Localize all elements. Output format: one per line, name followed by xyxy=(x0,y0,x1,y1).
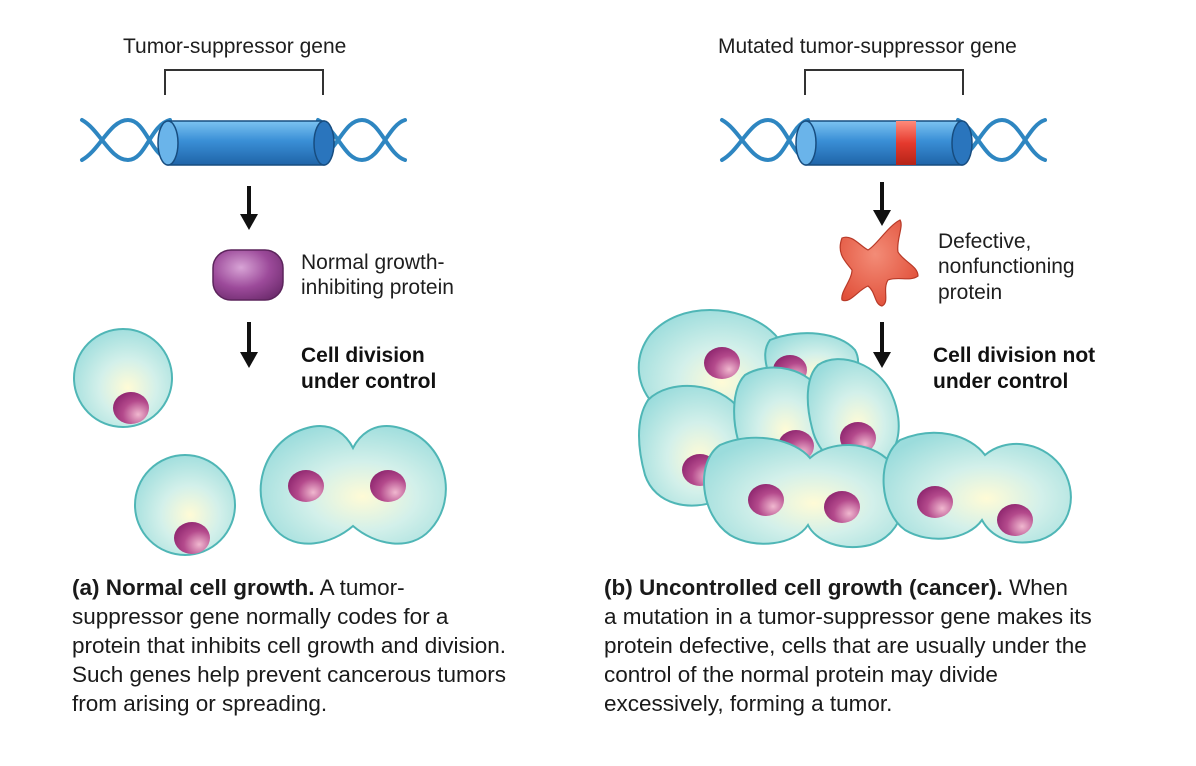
dna-helix-b xyxy=(720,117,1047,163)
caption-a: (a) Normal cell growth. A tumor- suppres… xyxy=(72,573,612,718)
protein-label-b-line1: Defective, xyxy=(938,230,1032,253)
mutation-band xyxy=(896,121,916,165)
protein-label-a-line2: inhibiting protein xyxy=(301,276,454,299)
caption-a-line1: A tumor- xyxy=(319,575,405,600)
caption-b-line1: When xyxy=(1009,575,1068,600)
defective-protein-shape xyxy=(839,219,919,307)
dividing-cell xyxy=(259,425,447,545)
gene-cylinder-b xyxy=(795,120,973,166)
caption-a-line3: protein that inhibits cell growth and di… xyxy=(72,633,506,658)
normal-cell-2 xyxy=(134,454,236,556)
arrow-protein-to-division-a xyxy=(240,322,258,368)
arrow-protein-to-division-b xyxy=(873,322,891,368)
tumor-cluster xyxy=(637,309,1072,549)
caption-a-line5: from arising or spreading. xyxy=(72,691,328,716)
protein-label-a-line1: Normal growth- xyxy=(301,251,445,274)
division-label-b-line1: Cell division not xyxy=(933,344,1096,367)
gene-cylinder-a xyxy=(157,120,335,166)
division-label-b-line2: under control xyxy=(933,370,1069,393)
arrow-gene-to-protein-a xyxy=(240,186,258,230)
gene-label-a: Tumor-suppressor gene xyxy=(123,35,347,58)
tumor-cell xyxy=(882,431,1072,544)
protein-label-b-line3: protein xyxy=(938,281,1003,304)
division-label-a-line2: under control xyxy=(301,370,437,393)
caption-b-line5: excessively, forming a tumor. xyxy=(604,691,893,716)
protein-label-b-line2: nonfunctioning xyxy=(938,255,1075,278)
gene-bracket-a xyxy=(164,69,324,95)
gene-label-b: Mutated tumor-suppressor gene xyxy=(718,35,1017,58)
tumor-cell xyxy=(703,436,905,549)
normal-protein-shape xyxy=(212,249,284,301)
division-label-a-line1: Cell division xyxy=(301,344,425,367)
caption-a-line4: Such genes help prevent cancerous tumors xyxy=(72,662,507,687)
caption-b-line3: protein defective, cells that are usuall… xyxy=(604,633,1087,658)
arrow-gene-to-protein-b xyxy=(873,182,891,226)
gene-bracket-b xyxy=(804,69,964,95)
caption-b-title: (b) Uncontrolled cell growth (cancer). xyxy=(604,575,1003,600)
caption-a-line2: suppressor gene normally codes for a xyxy=(72,604,449,629)
caption-b: (b) Uncontrolled cell growth (cancer). W… xyxy=(604,573,1184,718)
caption-b-line2: a mutation in a tumor-suppressor gene ma… xyxy=(604,604,1092,629)
caption-a-title: (a) Normal cell growth. xyxy=(72,575,315,600)
normal-cell-1 xyxy=(73,328,173,428)
caption-b-line4: control of the normal protein may divide xyxy=(604,662,998,687)
